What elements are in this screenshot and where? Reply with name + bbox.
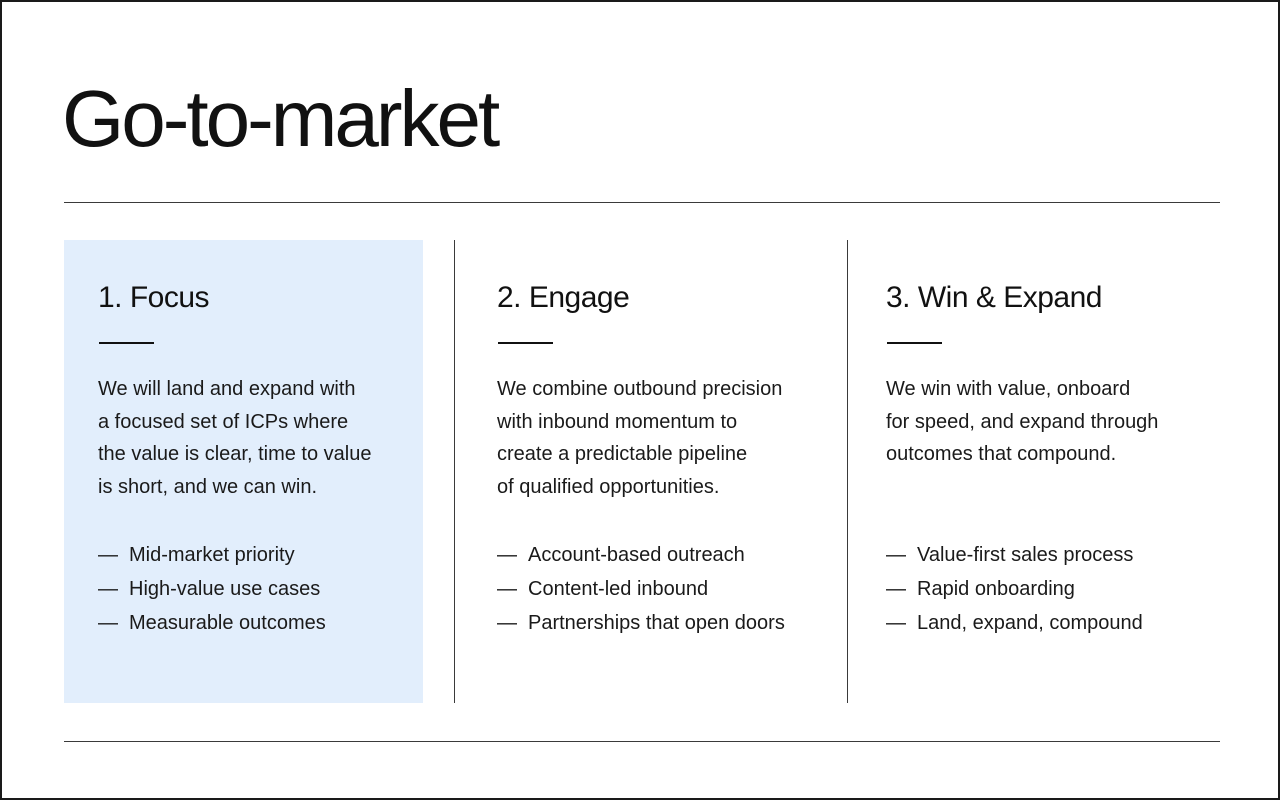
list-item: — Content-led inbound bbox=[497, 572, 827, 606]
dash-icon: — bbox=[497, 544, 517, 566]
bullet-list: — Value-first sales process — Rapid onboar… bbox=[886, 538, 1216, 640]
list-item-label: Content-led inbound bbox=[528, 578, 709, 600]
list-item-label: Mid-market priority bbox=[129, 544, 295, 566]
bullet-list: — Account-based outreach — Content-led inb… bbox=[497, 538, 827, 640]
column-heading: 2. Engage bbox=[497, 281, 630, 314]
list-item: — Partnerships that open doors bbox=[497, 606, 827, 640]
list-item-label: Partnerships that open doors bbox=[528, 612, 785, 634]
column-engage: 2. Engage We combine outbound precision … bbox=[455, 240, 847, 703]
list-item-label: Land, expand, compound bbox=[917, 612, 1143, 634]
column-heading: 1. Focus bbox=[98, 281, 210, 314]
column-heading: 3. Win & Expand bbox=[886, 281, 1102, 314]
dash-icon: — bbox=[497, 578, 517, 600]
column-divider bbox=[847, 240, 848, 703]
dash-icon: — bbox=[98, 578, 118, 600]
page-title: Go-to-market bbox=[62, 74, 500, 163]
list-item: — Account-based outreach bbox=[497, 538, 827, 572]
dash-icon: — bbox=[98, 612, 118, 634]
list-item-label: Account-based outreach bbox=[528, 544, 745, 566]
dash-icon: — bbox=[98, 544, 118, 566]
list-item: — Rapid onboarding bbox=[886, 572, 1216, 606]
list-item-label: Rapid onboarding bbox=[917, 578, 1075, 600]
bullet-list: — Mid-market priority — High-value use cas… bbox=[98, 538, 428, 640]
list-item: — High-value use cases bbox=[98, 572, 428, 606]
column-win-expand: 3. Win & Expand We win with value, onboa… bbox=[848, 240, 1220, 703]
column-description: We will land and expand with a focused s… bbox=[98, 378, 372, 498]
heading-underline bbox=[498, 342, 553, 344]
title-divider bbox=[64, 202, 1220, 203]
column-focus: 1. Focus We will land and expand with a … bbox=[64, 240, 423, 703]
dash-icon: — bbox=[497, 612, 517, 634]
list-item-label: Measurable outcomes bbox=[129, 612, 326, 634]
heading-underline bbox=[99, 342, 154, 344]
list-item: — Land, expand, compound bbox=[886, 606, 1216, 640]
heading-underline bbox=[887, 342, 942, 344]
list-item: — Mid-market priority bbox=[98, 538, 428, 572]
footer-divider bbox=[64, 741, 1220, 742]
list-item: — Value-first sales process bbox=[886, 538, 1216, 572]
dash-icon: — bbox=[886, 578, 906, 600]
list-item-label: High-value use cases bbox=[129, 578, 321, 600]
list-item-label: Value-first sales process bbox=[917, 544, 1134, 566]
dash-icon: — bbox=[886, 612, 906, 634]
column-divider bbox=[454, 240, 455, 703]
column-description: We combine outbound precision with inbou… bbox=[497, 378, 783, 498]
dash-icon: — bbox=[886, 544, 906, 566]
list-item: — Measurable outcomes bbox=[98, 606, 428, 640]
column-description: We win with value, onboard for speed, an… bbox=[886, 378, 1159, 465]
